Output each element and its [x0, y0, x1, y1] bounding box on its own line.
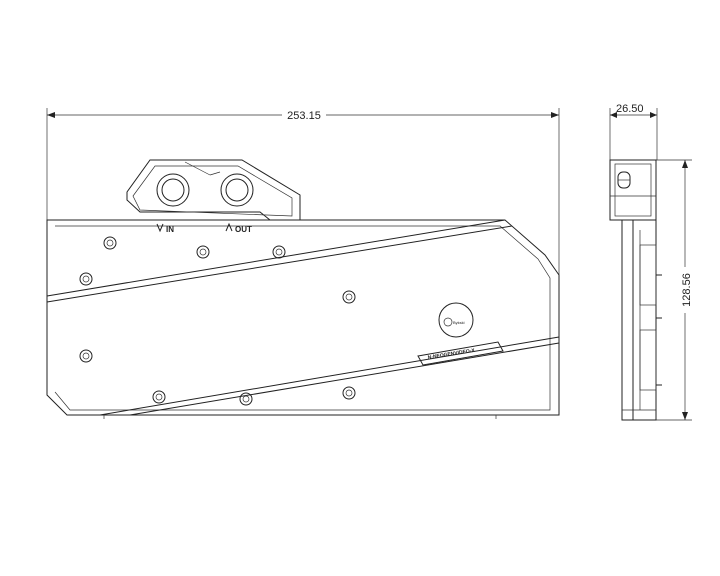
screw: [196, 245, 210, 259]
screw: [79, 272, 93, 286]
outlet-arrow-icon: [225, 222, 233, 232]
depth-dimension-label: 26.50: [616, 103, 644, 115]
screw: [342, 386, 356, 400]
outlet-port[interactable]: [220, 173, 254, 207]
screw: [79, 349, 93, 363]
screw: [272, 245, 286, 259]
side-plates: [621, 219, 662, 421]
inlet-arrow-icon: [156, 223, 164, 233]
screw: [152, 390, 166, 404]
brand-logo: Bykski: [438, 302, 474, 338]
terminal-block: [126, 159, 301, 221]
depth-dimension: 26.50: [609, 103, 658, 160]
inlet-port[interactable]: [156, 173, 190, 207]
width-dimension: 253.15: [46, 108, 560, 275]
screw: [239, 392, 253, 406]
height-dimension-label: 128.56: [681, 273, 693, 307]
inlet-label: IN: [166, 225, 174, 234]
bottom-ticks: [103, 415, 497, 419]
outlet-label: OUT: [235, 225, 252, 234]
inlet-label-group: IN: [156, 223, 174, 234]
brand-logo-text: Bykski: [453, 320, 465, 325]
screw: [103, 236, 117, 250]
side-view: 26.50 128.56: [609, 103, 693, 421]
diagonal-grooves: [46, 219, 560, 416]
side-terminal: [609, 159, 657, 221]
screws: [79, 236, 356, 406]
width-dimension-label: 253.15: [287, 110, 321, 122]
outlet-label-group: OUT: [225, 222, 252, 234]
front-view: 253.15: [46, 108, 560, 419]
model-badge: N-NEOGENVIDEO-X: [417, 341, 504, 366]
model-badge-text: N-NEOGENVIDEO-X: [427, 348, 476, 361]
screw: [342, 290, 356, 304]
block-inner-edge: [54, 225, 551, 411]
height-dimension: 128.56: [625, 159, 693, 421]
